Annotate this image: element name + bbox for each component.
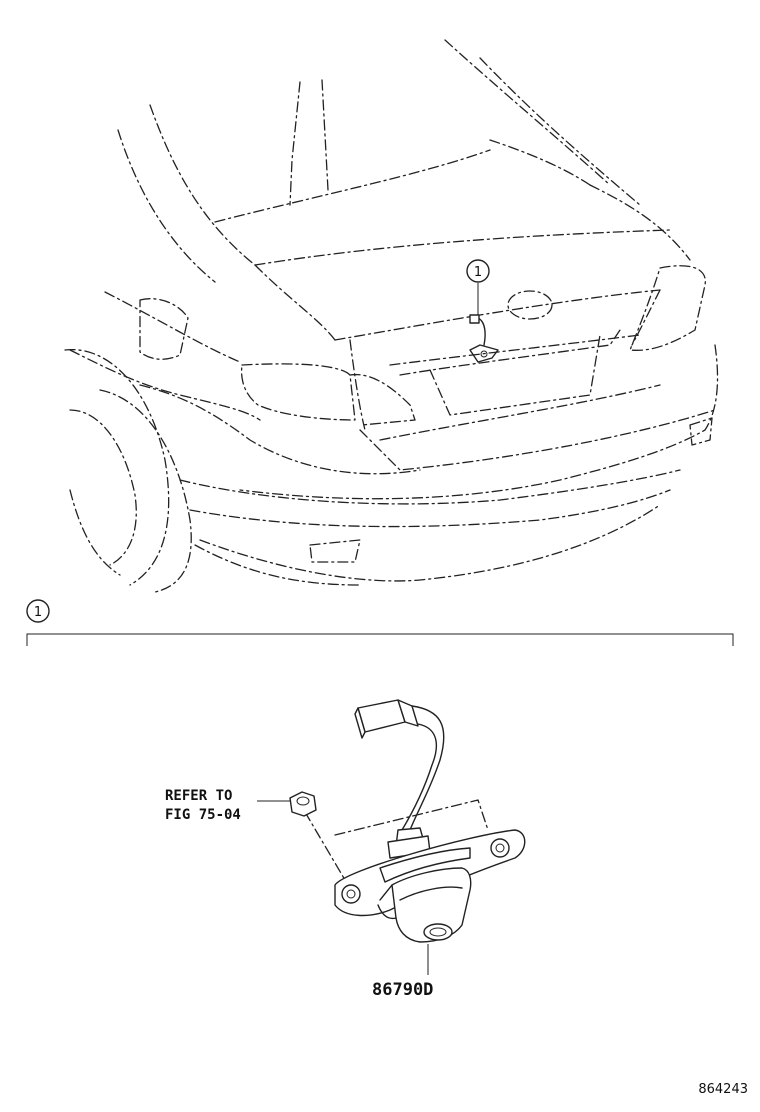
refer-label-line1: REFER TO bbox=[165, 788, 232, 804]
camera-assembly-illustration bbox=[304, 699, 526, 975]
callout-number-section: 1 bbox=[34, 605, 42, 620]
callout-marker-top: 1 bbox=[466, 259, 490, 283]
section-bracket: 1 bbox=[26, 599, 734, 646]
figure-number: 864243 bbox=[698, 1082, 748, 1097]
callout-number-top: 1 bbox=[474, 265, 482, 280]
nut-clip bbox=[257, 791, 317, 817]
car-rear-illustration bbox=[64, 39, 719, 593]
part-number-label: 86790D bbox=[372, 980, 433, 1000]
refer-label-line2: FIG 75-04 bbox=[165, 807, 241, 823]
